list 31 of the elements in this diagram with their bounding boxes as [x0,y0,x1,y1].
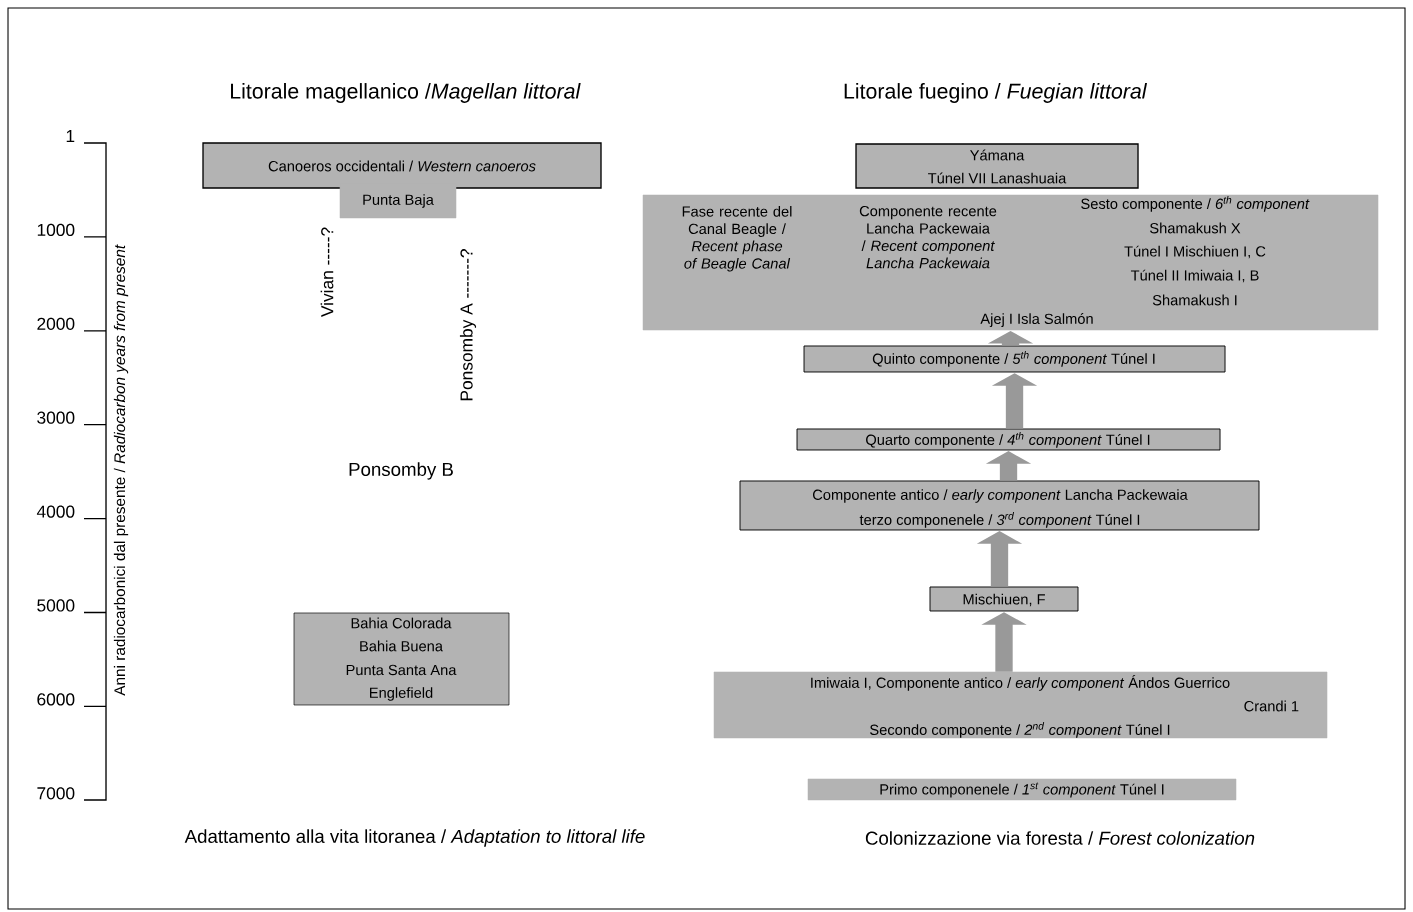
block-arrow [987,330,1034,346]
block-arrow [985,451,1032,481]
period-box: Imiwaia I, Componente antico / early component Ándos Guerrico Crandi 1 Secondo componente / 2$^{nd}$ component Túnel I [713,671,1328,739]
period-box: Bahia Colorada Bahia Buena Punta Santa Ana Englefield [293,612,510,706]
tick-label: 2000 [37,317,75,330]
tick-label: 1000 [37,223,75,237]
tick-label: 4000 [36,505,75,518]
caption: Colonizzazione via foresta / Forest colonization [865,831,1255,845]
period-box: Mischiuen, F [929,586,1079,612]
period-box: Punta Baja [339,183,457,219]
tick-label: 3000 [37,411,75,424]
period-box: Quarto componente / 4$^{th}$ component Túnel I [796,428,1221,451]
block-arrow [991,373,1038,429]
tick-label: 7000 [37,787,75,800]
site-label: Ponsomby B [349,462,453,480]
period-box: Quinto componente / 5$^{th}$ component Túnel I [803,345,1226,373]
period-box: Yámana Túnel VII Lanashuaia [855,143,1139,189]
period-box: Fase recente del Canal Beagle / Recent phase of Beagle Canal Componente recente Lancha Packewaia / Recent component Lancha Packewaia Sesto componente / 6$^{th}$ component Shamakush X Túnel I Mischiuen I, C Túnel II Imiwaia I, B Shamakush I Ajej I Isla Salmón [642,194,1379,331]
block-arrow [976,531,1023,587]
caption: Adattamento alla vita litoranea / Adaptation to littoral life [184,829,645,847]
axis-title: Anni radiocarbonici dal presente / Radiocarbon years from present [113,244,129,696]
column-heading: Litorale fuegino / Fuegian littoral [844,83,1147,103]
period-box: Componente antico / early component Lancha Packewaia terzo componenele / 3$^{rd}$ component Túnel I [739,480,1260,531]
tick-label: 6000 [37,693,75,706]
tick-label: 1 [66,130,75,142]
period-box: Primo componenele / 1$^{st}$ component Túnel I [807,778,1237,801]
site-label: Ponsomby A -------? [459,249,477,401]
block-arrow [981,612,1027,672]
column-heading: Litorale magellanico /Magellan littoral [231,83,581,103]
site-label: Vivian -----? [320,227,334,317]
tick-label: 5000 [37,599,75,612]
